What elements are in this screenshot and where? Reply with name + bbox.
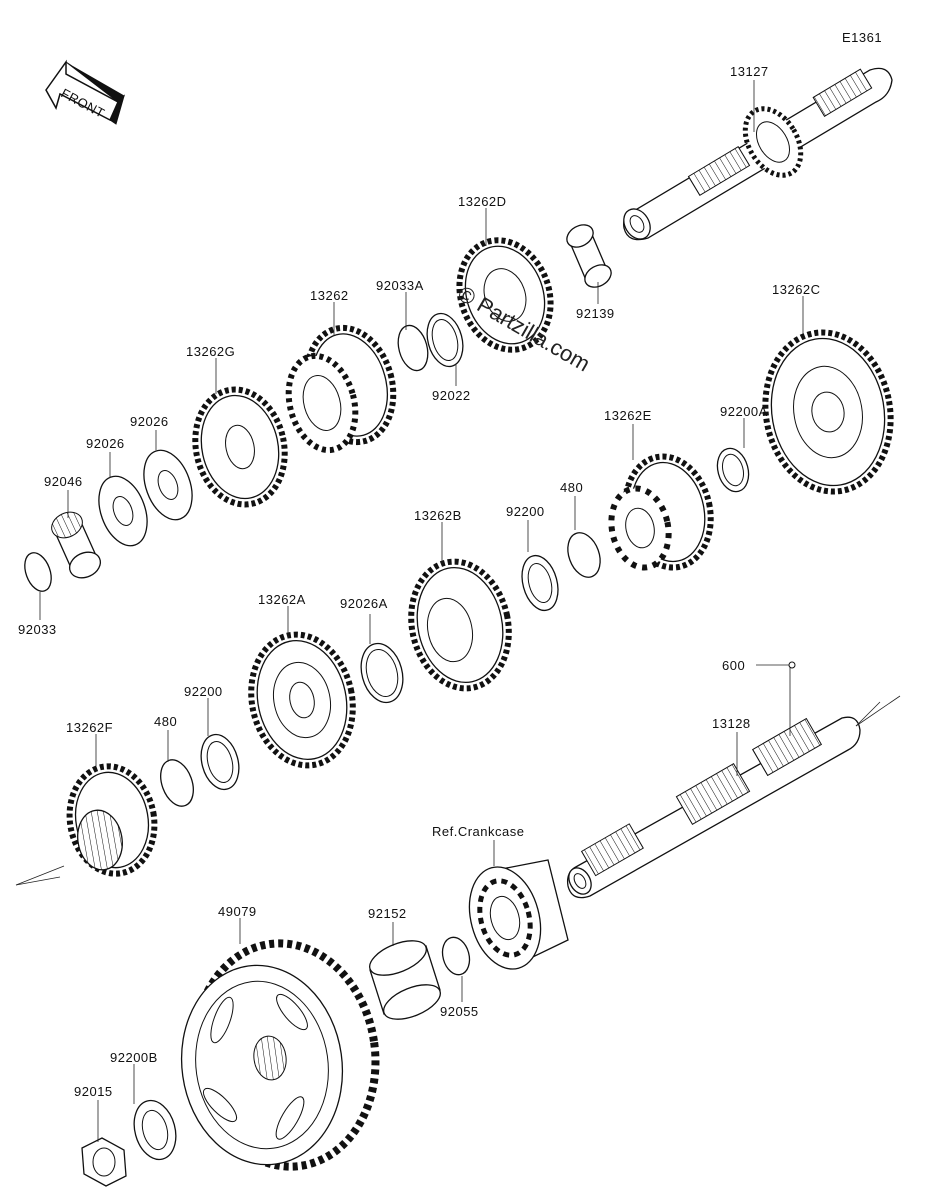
label-92026-a: 92026 [130, 414, 169, 429]
label-13262D: 13262D [458, 194, 507, 209]
label-13262E: 13262E [604, 408, 652, 423]
circlip-92033A [397, 324, 429, 372]
front-direction-arrow: FRONT [45, 59, 126, 125]
label-92139: 92139 [576, 306, 615, 321]
leader-dot-600 [788, 661, 796, 669]
label-92200-b: 92200 [184, 684, 223, 699]
label-480-b: 480 [154, 714, 177, 729]
label-92152: 92152 [368, 906, 407, 921]
gear-13262E [608, 453, 714, 571]
label-92026A: 92026A [340, 596, 388, 611]
gear-13262B [408, 558, 512, 692]
label-49079: 49079 [218, 904, 257, 919]
label-92046: 92046 [44, 474, 83, 489]
collar-92152 [369, 940, 441, 1020]
diagram-code: E1361 [842, 30, 882, 45]
gear-13262F [66, 763, 158, 877]
label-92033A: 92033A [376, 278, 424, 293]
gear-13262 [285, 324, 397, 454]
label-13262A: 13262A [258, 592, 306, 607]
circlip-480-b [160, 759, 194, 807]
label-13262B: 13262B [414, 508, 462, 523]
gear-13262C [762, 329, 894, 495]
label-13127: 13127 [730, 64, 769, 79]
label-13128: 13128 [712, 716, 751, 731]
label-92200-a: 92200 [506, 504, 545, 519]
output-shaft-13128 [566, 716, 861, 899]
label-92200A: 92200A [720, 404, 768, 419]
label-92033: 92033 [18, 622, 57, 637]
gear-13262D [456, 237, 554, 353]
label-92022: 92022 [432, 388, 471, 403]
label-600: 600 [722, 658, 745, 673]
gear-13262A [248, 631, 356, 769]
needle-bearing-92046 [51, 511, 102, 579]
label-13262C: 13262C [772, 282, 821, 297]
input-shaft-13127 [623, 67, 893, 241]
o-ring-92055 [441, 936, 471, 976]
label-92055: 92055 [440, 1004, 479, 1019]
label-13262: 13262 [310, 288, 349, 303]
bushing-92139 [566, 224, 612, 288]
label-92015: 92015 [74, 1084, 113, 1099]
label-92200B: 92200B [110, 1050, 158, 1065]
label-13262G: 13262G [186, 344, 235, 359]
circlip-480-a [567, 532, 601, 578]
gear-13262G [192, 386, 288, 508]
crankcase-bearing [468, 859, 569, 970]
circlip-92033 [24, 552, 52, 592]
sprocket-49079 [180, 939, 380, 1171]
nut-92015 [81, 1137, 127, 1187]
label-ref-crankcase: Ref.Crankcase [432, 824, 524, 839]
label-92026-b: 92026 [86, 436, 125, 451]
label-480-a: 480 [560, 480, 583, 495]
label-13262F: 13262F [66, 720, 113, 735]
